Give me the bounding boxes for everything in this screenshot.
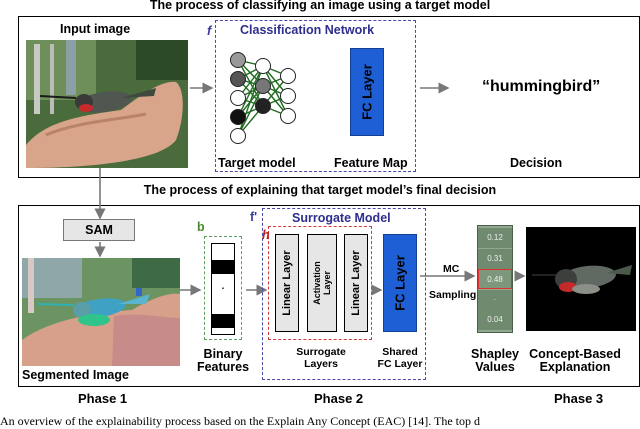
binary-features-label: Binary Features	[196, 347, 250, 374]
feature-map-label: Feature Map	[334, 156, 408, 170]
classification-network-title: Classification Network	[240, 23, 375, 37]
shapley-values-label: Shapley Values	[471, 347, 519, 374]
linear-layer-1: Linear Layer	[275, 234, 299, 332]
f-label: f	[207, 24, 212, 38]
f-prime-label: f'	[250, 210, 258, 224]
binary-features-box	[204, 236, 242, 340]
sam-box: SAM	[63, 219, 135, 241]
shared-fc-layer-caption: Shared FC Layer	[377, 346, 423, 370]
mc-label: MC	[443, 263, 460, 275]
concept-explanation-image	[526, 227, 636, 331]
shapley-cell-4: ·	[478, 290, 512, 310]
activation-layer-label: Activation Layer	[312, 261, 332, 305]
binary-feature-on-1	[212, 260, 234, 274]
phase-3-label: Phase 3	[554, 391, 604, 406]
segmented-image	[22, 258, 180, 366]
shapley-cell-2: 0.31	[478, 249, 512, 269]
surrogate-layers-box	[268, 226, 372, 340]
top-fc-layer: FC Layer	[350, 48, 384, 136]
decision-label: Decision	[510, 156, 563, 170]
shapley-cell-3: 0.48	[478, 269, 512, 289]
shapley-values-column: 0.12 0.31 0.48 · 0.04	[477, 225, 513, 333]
linear-layer-1-label: Linear Layer	[281, 250, 293, 316]
input-image	[26, 40, 188, 168]
surrogate-model-box	[262, 208, 426, 380]
linear-layer-2-label: Linear Layer	[350, 250, 362, 316]
figure-caption: An overview of the explainability proces…	[0, 414, 480, 428]
activation-layer: Activation Layer	[307, 234, 337, 332]
middle-title: The process of explaining that target mo…	[143, 183, 497, 197]
surrogate-model-title: Surrogate Model	[292, 211, 391, 225]
target-model-label: Target model	[218, 156, 296, 170]
linear-layer-2: Linear Layer	[344, 234, 368, 332]
sam-label: SAM	[85, 223, 113, 237]
surrogate-layers-label: Surrogate Layers	[296, 346, 346, 370]
concept-explanation-label: Concept-Based Explanation	[529, 347, 621, 374]
input-image-label: Input image	[60, 22, 131, 36]
top-title: The process of classifying an image usin…	[149, 0, 491, 12]
binary-feature-on-2	[212, 314, 234, 328]
shared-fc-layer-label: FC Layer	[392, 255, 408, 311]
segmented-image-label: Segmented Image	[22, 368, 129, 382]
h-label: h	[262, 228, 270, 242]
phase-2-label: Phase 2	[314, 391, 364, 406]
classification-network-box	[215, 20, 416, 172]
phase-1-label: Phase 1	[78, 391, 128, 406]
top-fc-layer-label: FC Layer	[359, 64, 375, 120]
b-label: b	[197, 220, 205, 234]
shapley-cell-1: 0.12	[478, 228, 512, 248]
binary-feature-dots: ·	[220, 279, 226, 295]
binary-feature-vector: ·	[211, 243, 235, 335]
shared-fc-layer: FC Layer	[383, 234, 417, 332]
sampling-label: Sampling	[429, 289, 477, 301]
decision-value: “hummingbird”	[482, 78, 601, 95]
shapley-cell-5: 0.04	[478, 310, 512, 330]
